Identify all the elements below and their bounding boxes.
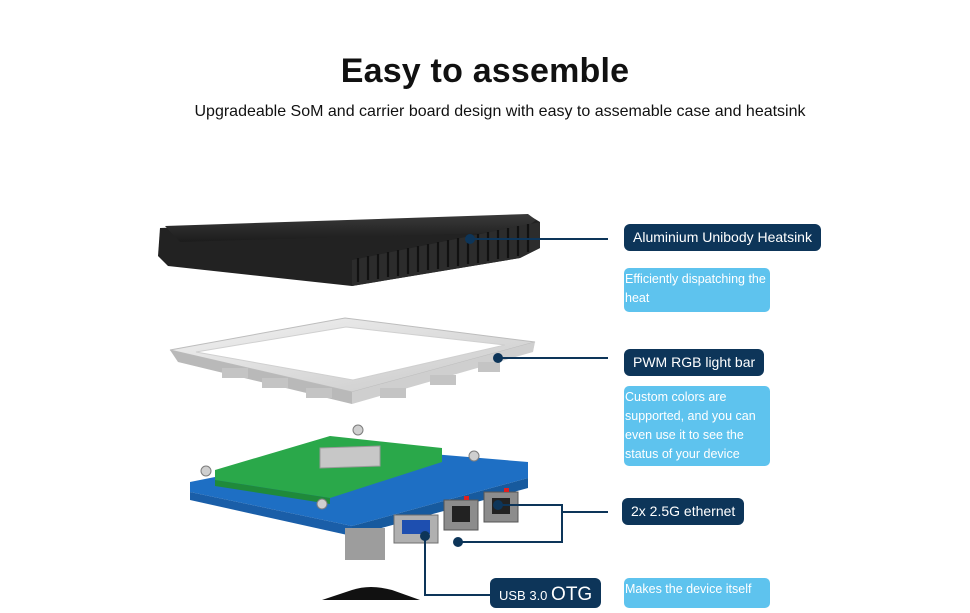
usb-marker (420, 531, 430, 541)
heatsink-label: Aluminium Unibody Heatsink (624, 224, 821, 251)
usb-description: Makes the device itself (624, 578, 770, 608)
lightbar-description: Custom colors are supported, and you can… (624, 386, 770, 466)
usb-label-suffix: OTG (551, 584, 593, 605)
heatsink-marker (465, 234, 475, 244)
ethernet-label: 2x 2.5G ethernet (622, 498, 745, 525)
lightbar-marker (493, 353, 503, 363)
leader-lines (424, 238, 608, 596)
bottom-case-part (322, 587, 420, 600)
usb-label: USB 3.0 OTG (490, 578, 602, 608)
exploded-assembly-illustration (158, 214, 608, 600)
page-title: Easy to assemble (340, 52, 630, 90)
page-subtitle: Upgradeable SoM and carrier board design… (194, 103, 806, 120)
heatsink-description: Efficiently dispatching the heat (624, 268, 770, 312)
ethernet-marker-2 (453, 537, 463, 547)
ethernet-marker-1 (493, 500, 503, 510)
heatsink-part (158, 214, 540, 286)
board-assembly (190, 424, 528, 560)
usb-label-prefix: USB 3.0 (499, 588, 548, 603)
light-bar-ring (169, 317, 536, 404)
lightbar-label: PWM RGB light bar (624, 349, 765, 376)
